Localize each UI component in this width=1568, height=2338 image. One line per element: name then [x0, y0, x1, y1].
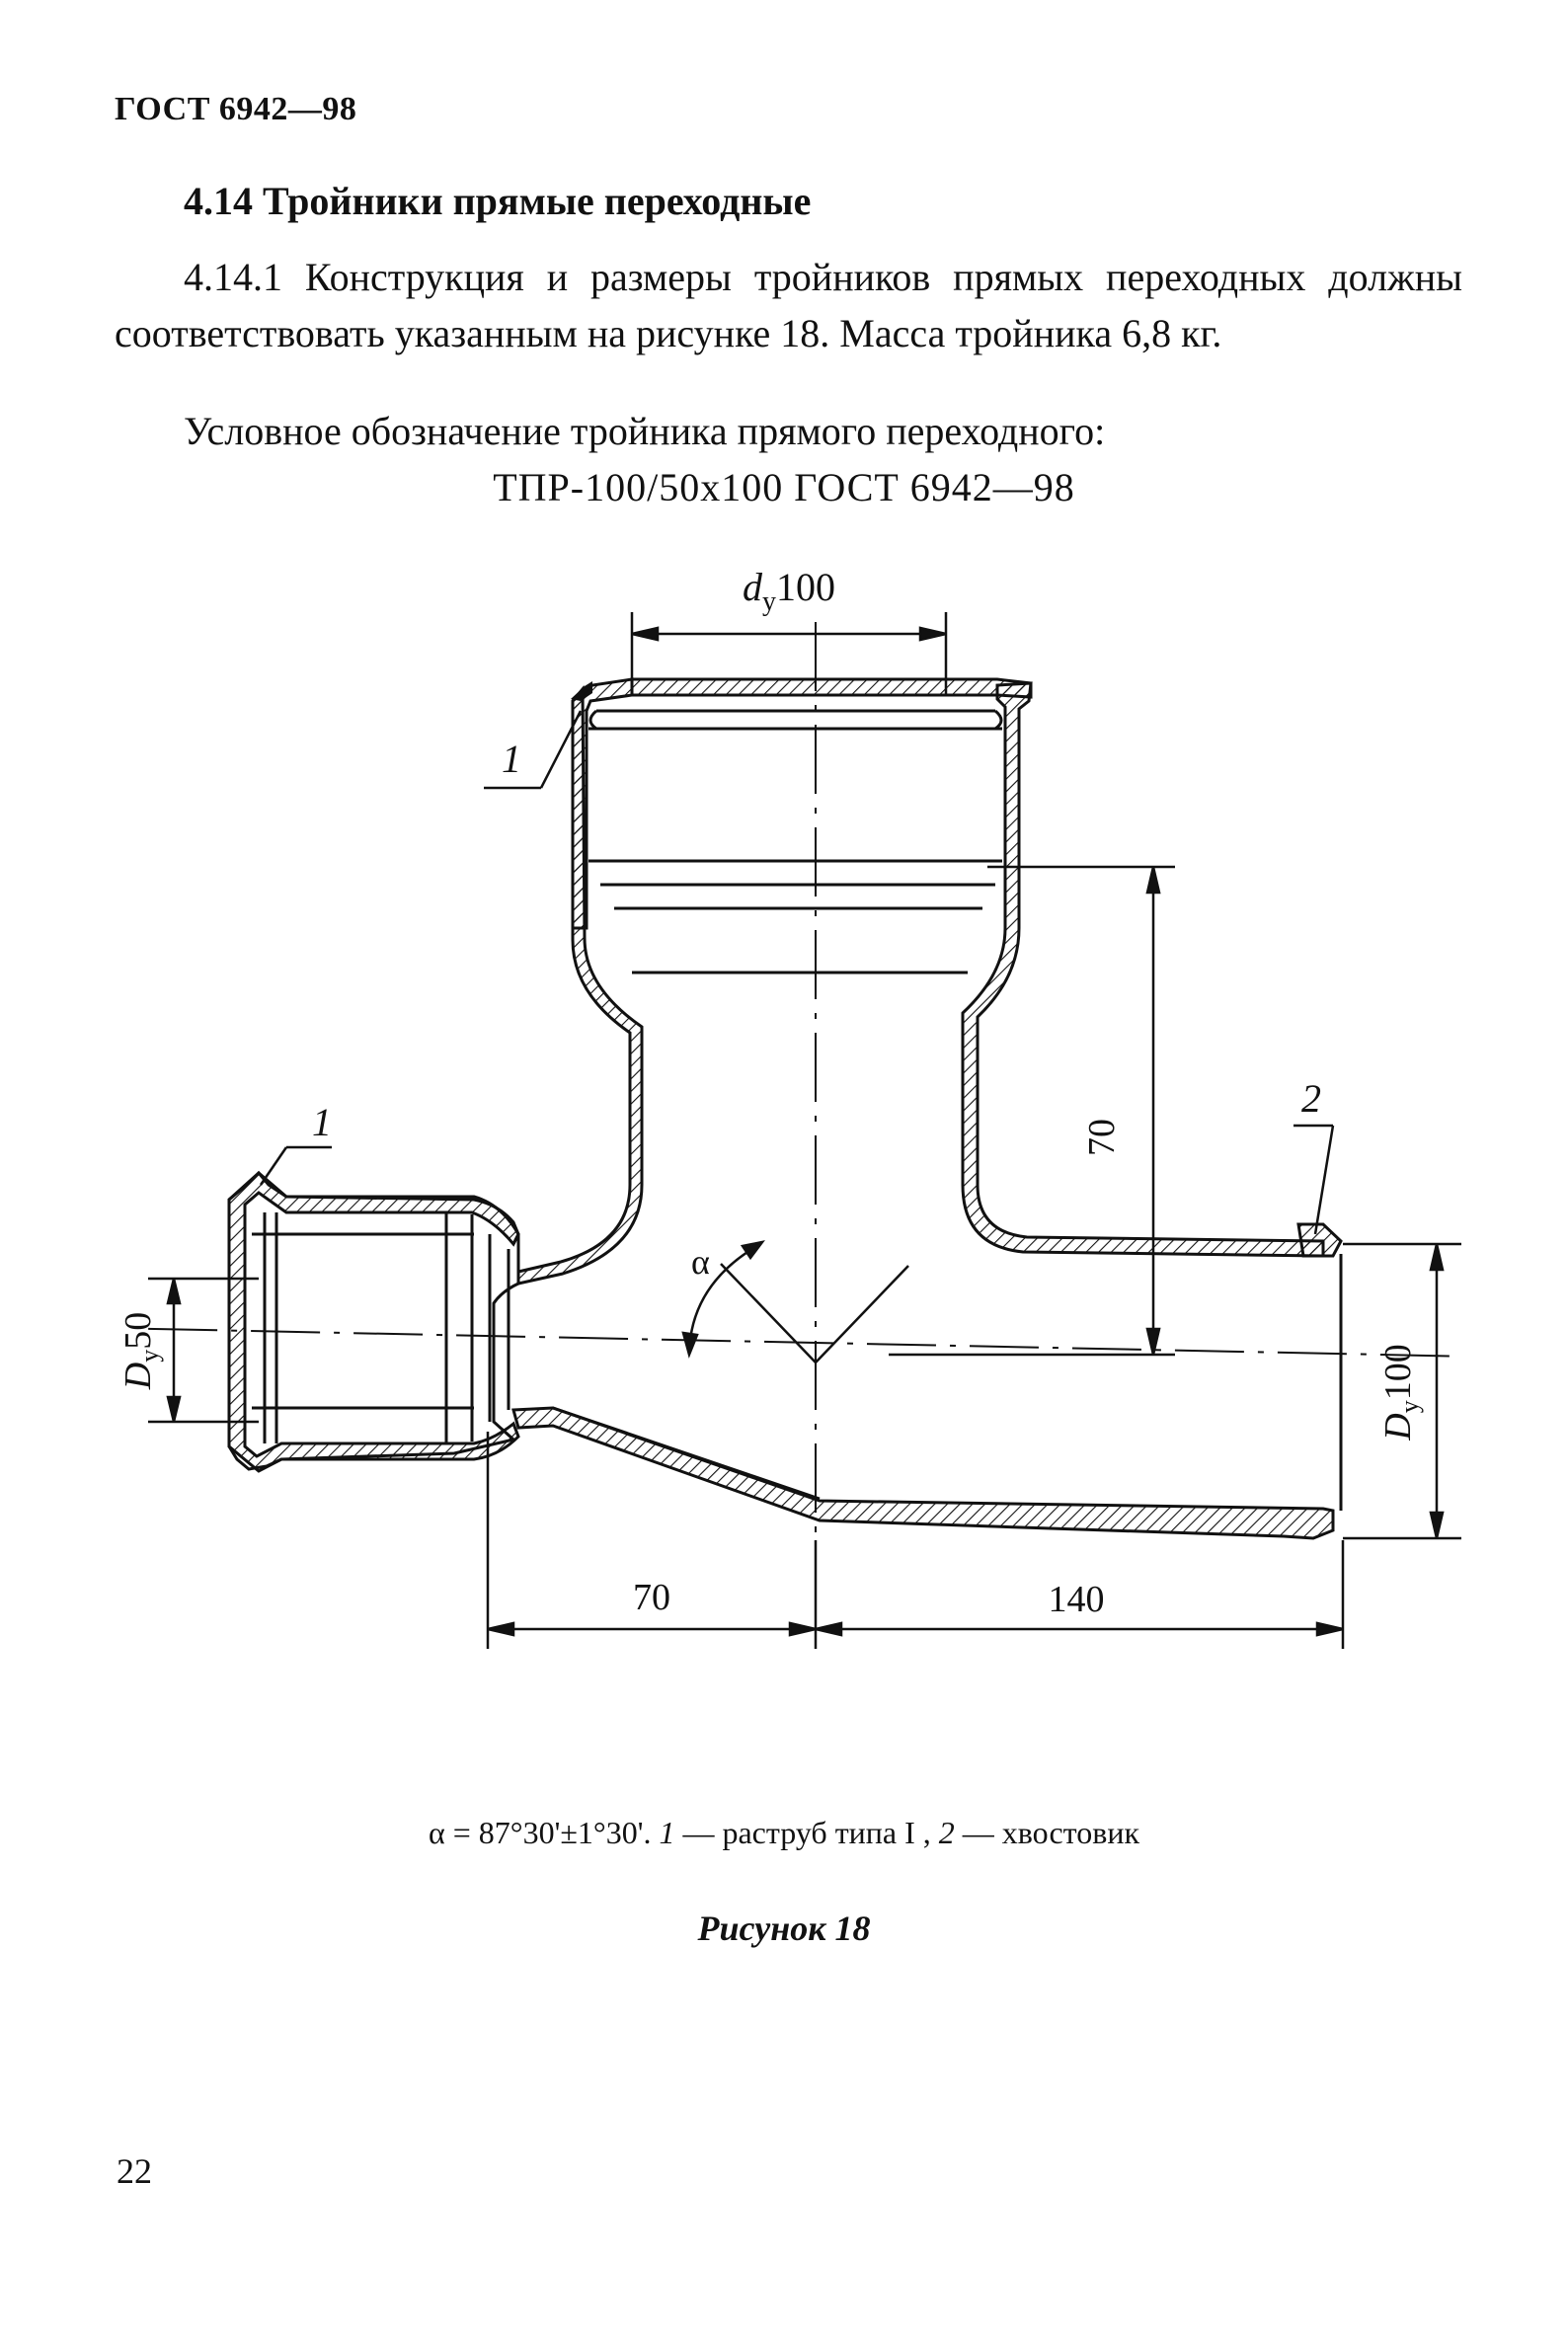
dimension-left-bore: [148, 1277, 259, 1424]
designation-code: ТПР-100/50х100 ГОСТ 6942—98: [493, 465, 1075, 509]
left-bore-label: Dy50: [118, 1312, 164, 1390]
top-branch-wall-left: [516, 677, 644, 1286]
caption-item2-text: — хвостовик: [962, 1815, 1140, 1850]
figure-label: Рисунок 18: [697, 1909, 871, 1948]
callout-1-left: 1: [312, 1100, 332, 1144]
page-number: 22: [117, 2151, 152, 2191]
callout-1-top: 1: [502, 737, 521, 781]
height-dim-label: 70: [1081, 1119, 1123, 1156]
section-title: 4.14 Тройники прямые переходные: [184, 179, 812, 223]
top-branch-wall-right: [630, 677, 1325, 1258]
body-bottom-wall: [511, 1406, 1335, 1540]
paragraph-construction: 4.14.1 Конструкция и размеры тройников п…: [115, 255, 1462, 355]
dimension-lengths: [486, 1432, 1345, 1649]
left-length-label: 70: [633, 1577, 670, 1618]
dimension-top-bore: [630, 612, 948, 695]
dimension-right-bore: [1343, 1242, 1461, 1540]
centerlines: [148, 622, 1451, 1639]
caption-alpha: α = 87°30'±1°30'.: [428, 1815, 652, 1850]
caption-item1-text: — раструб типа I ,: [682, 1815, 931, 1850]
spigot-end: [1296, 1222, 1343, 1511]
figure-caption: α = 87°30'±1°30'. 1 — раструб типа I , 2…: [0, 1815, 1568, 1851]
caption-item2-num: 2: [938, 1815, 955, 1850]
angle-label: α: [691, 1242, 710, 1282]
tee-drawing: α dy100 70: [0, 553, 1568, 1738]
paragraph-designation-intro: Условное обозначение тройника прямого пе…: [184, 409, 1106, 453]
standard-header: ГОСТ 6942—98: [115, 91, 357, 127]
callout-leaders: [259, 710, 1335, 1235]
right-length-label: 140: [1049, 1579, 1105, 1620]
angle-construction: [681, 1240, 909, 1364]
caption-item1-num: 1: [659, 1815, 675, 1850]
right-bore-label: Dy100: [1377, 1344, 1424, 1441]
top-bore-label: dy100: [743, 565, 835, 617]
dimension-height: [889, 865, 1175, 1357]
left-socket: [227, 1170, 520, 1473]
callout-2: 2: [1301, 1076, 1321, 1121]
